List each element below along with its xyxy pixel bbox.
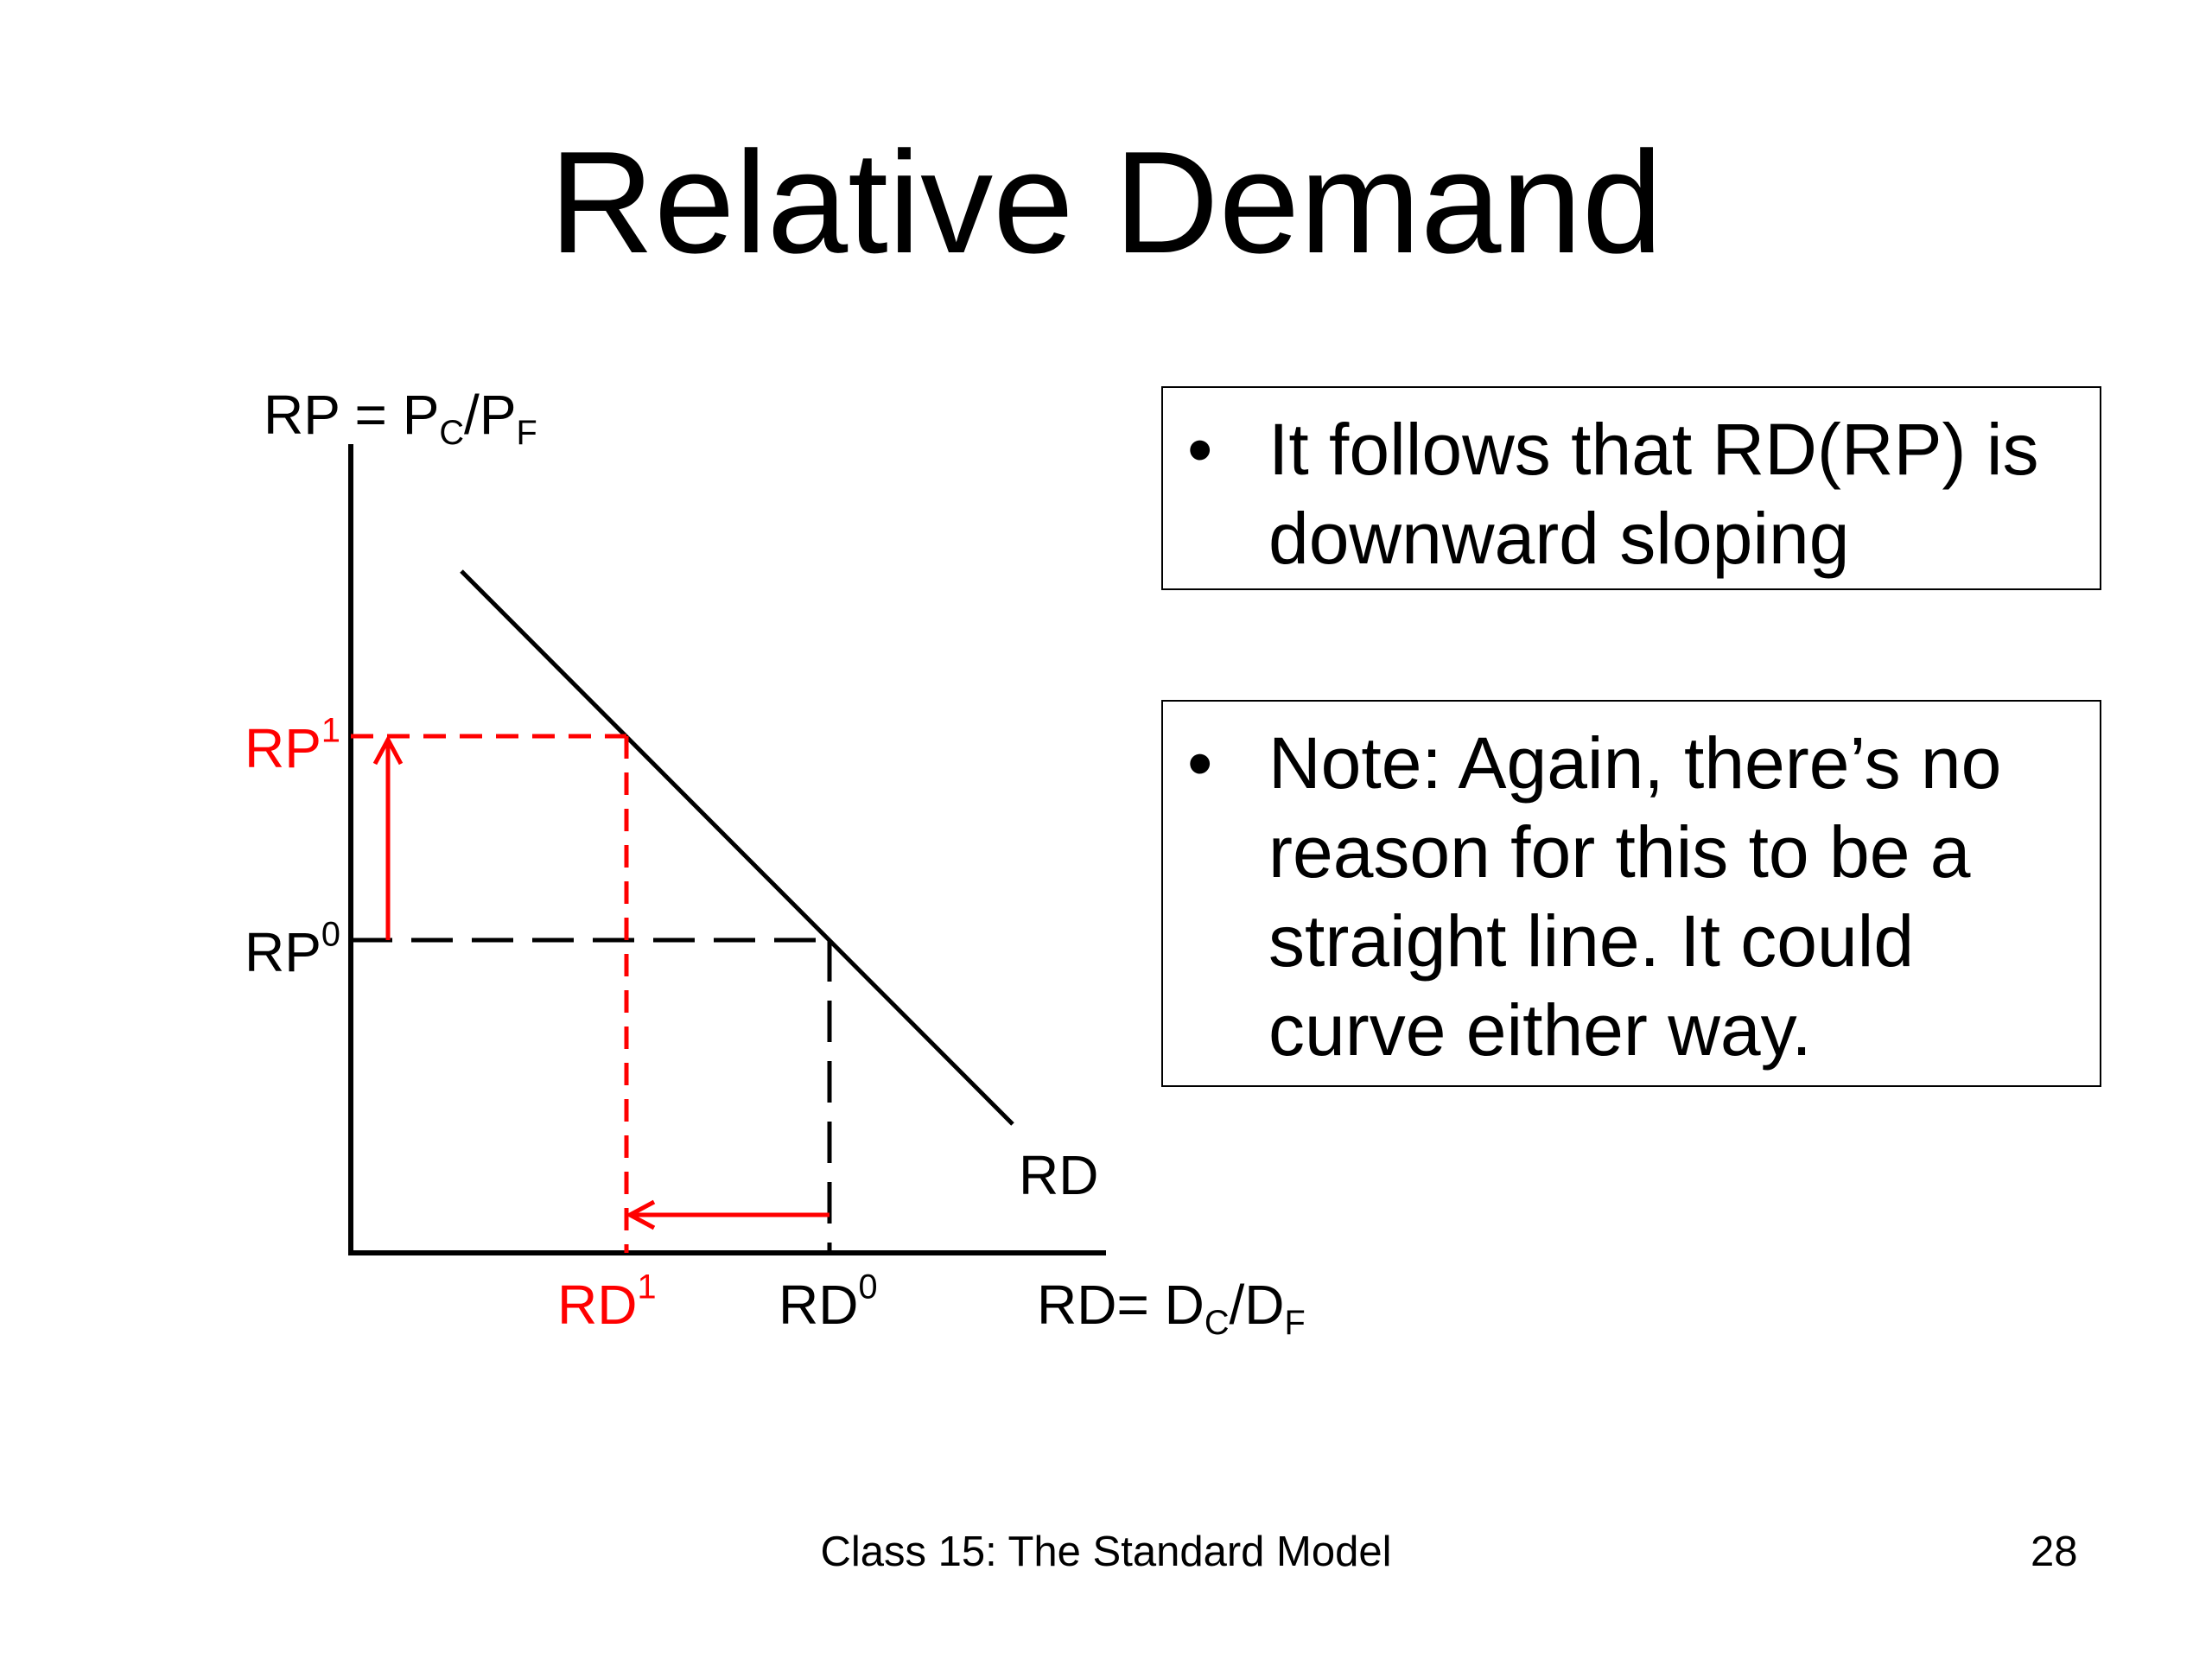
rp1-label: RP1 (245, 713, 340, 776)
slide-title: Relative Demand (549, 121, 1663, 283)
bullet-text: It follows that RD(RP) is downward slopi… (1268, 409, 2039, 579)
rp1-label-sup: 1 (321, 711, 340, 750)
text-box-downward-sloping: • It follows that RD(RP) is downward slop… (1161, 386, 2101, 590)
demand-decrease-arrow (625, 1199, 830, 1230)
x-axis-label-sub-f: F (1284, 1303, 1306, 1342)
x-axis-label-sub-c: C (1204, 1303, 1230, 1342)
rp0-label-sup: 0 (321, 915, 340, 954)
bullet-text: Note: Again, there’s no reason for this … (1268, 722, 2002, 1071)
rd-curve-label: RD (1019, 1144, 1099, 1206)
y-axis-label-text: RP = P (264, 384, 440, 446)
bullet-item: • It follows that RD(RP) is downward slop… (1163, 405, 2074, 583)
y-axis-label-sub-f: F (516, 413, 537, 452)
y-axis-label-text-mid: /P (464, 384, 517, 446)
rd0-label: RD0 (779, 1269, 878, 1332)
rp0-label: RP0 (245, 917, 340, 980)
rp0-label-text: RP (245, 921, 321, 983)
text-box-note: • Note: Again, there’s no reason for this… (1161, 700, 2101, 1087)
bullet-item: • Note: Again, there’s no reason for this… (1163, 719, 2074, 1075)
rd1-label-sup: 1 (637, 1268, 657, 1306)
x-axis-label-text: RD= D (1037, 1274, 1205, 1336)
rd-curve (460, 569, 1014, 1126)
rd0-label-text: RD (779, 1274, 859, 1336)
rd0-label-sup: 0 (858, 1268, 878, 1306)
x-axis-label: RD= DC/DF (1037, 1277, 1306, 1340)
x-axis-label-text-mid: /D (1229, 1274, 1285, 1336)
rd1-label: RD1 (557, 1269, 657, 1332)
bullet-icon: • (1187, 409, 1213, 490)
price-increase-arrow (372, 734, 404, 940)
bullet-icon: • (1187, 722, 1213, 804)
rd1-label-text: RD (557, 1274, 638, 1336)
y-axis-label: RP = PC/PF (264, 387, 537, 450)
rp1-label-text: RP (245, 717, 321, 779)
y-axis-label-sub-c: C (439, 413, 465, 452)
slide-footer: Class 15: The Standard Model (820, 1529, 1392, 1575)
page-number: 28 (2031, 1529, 2078, 1575)
